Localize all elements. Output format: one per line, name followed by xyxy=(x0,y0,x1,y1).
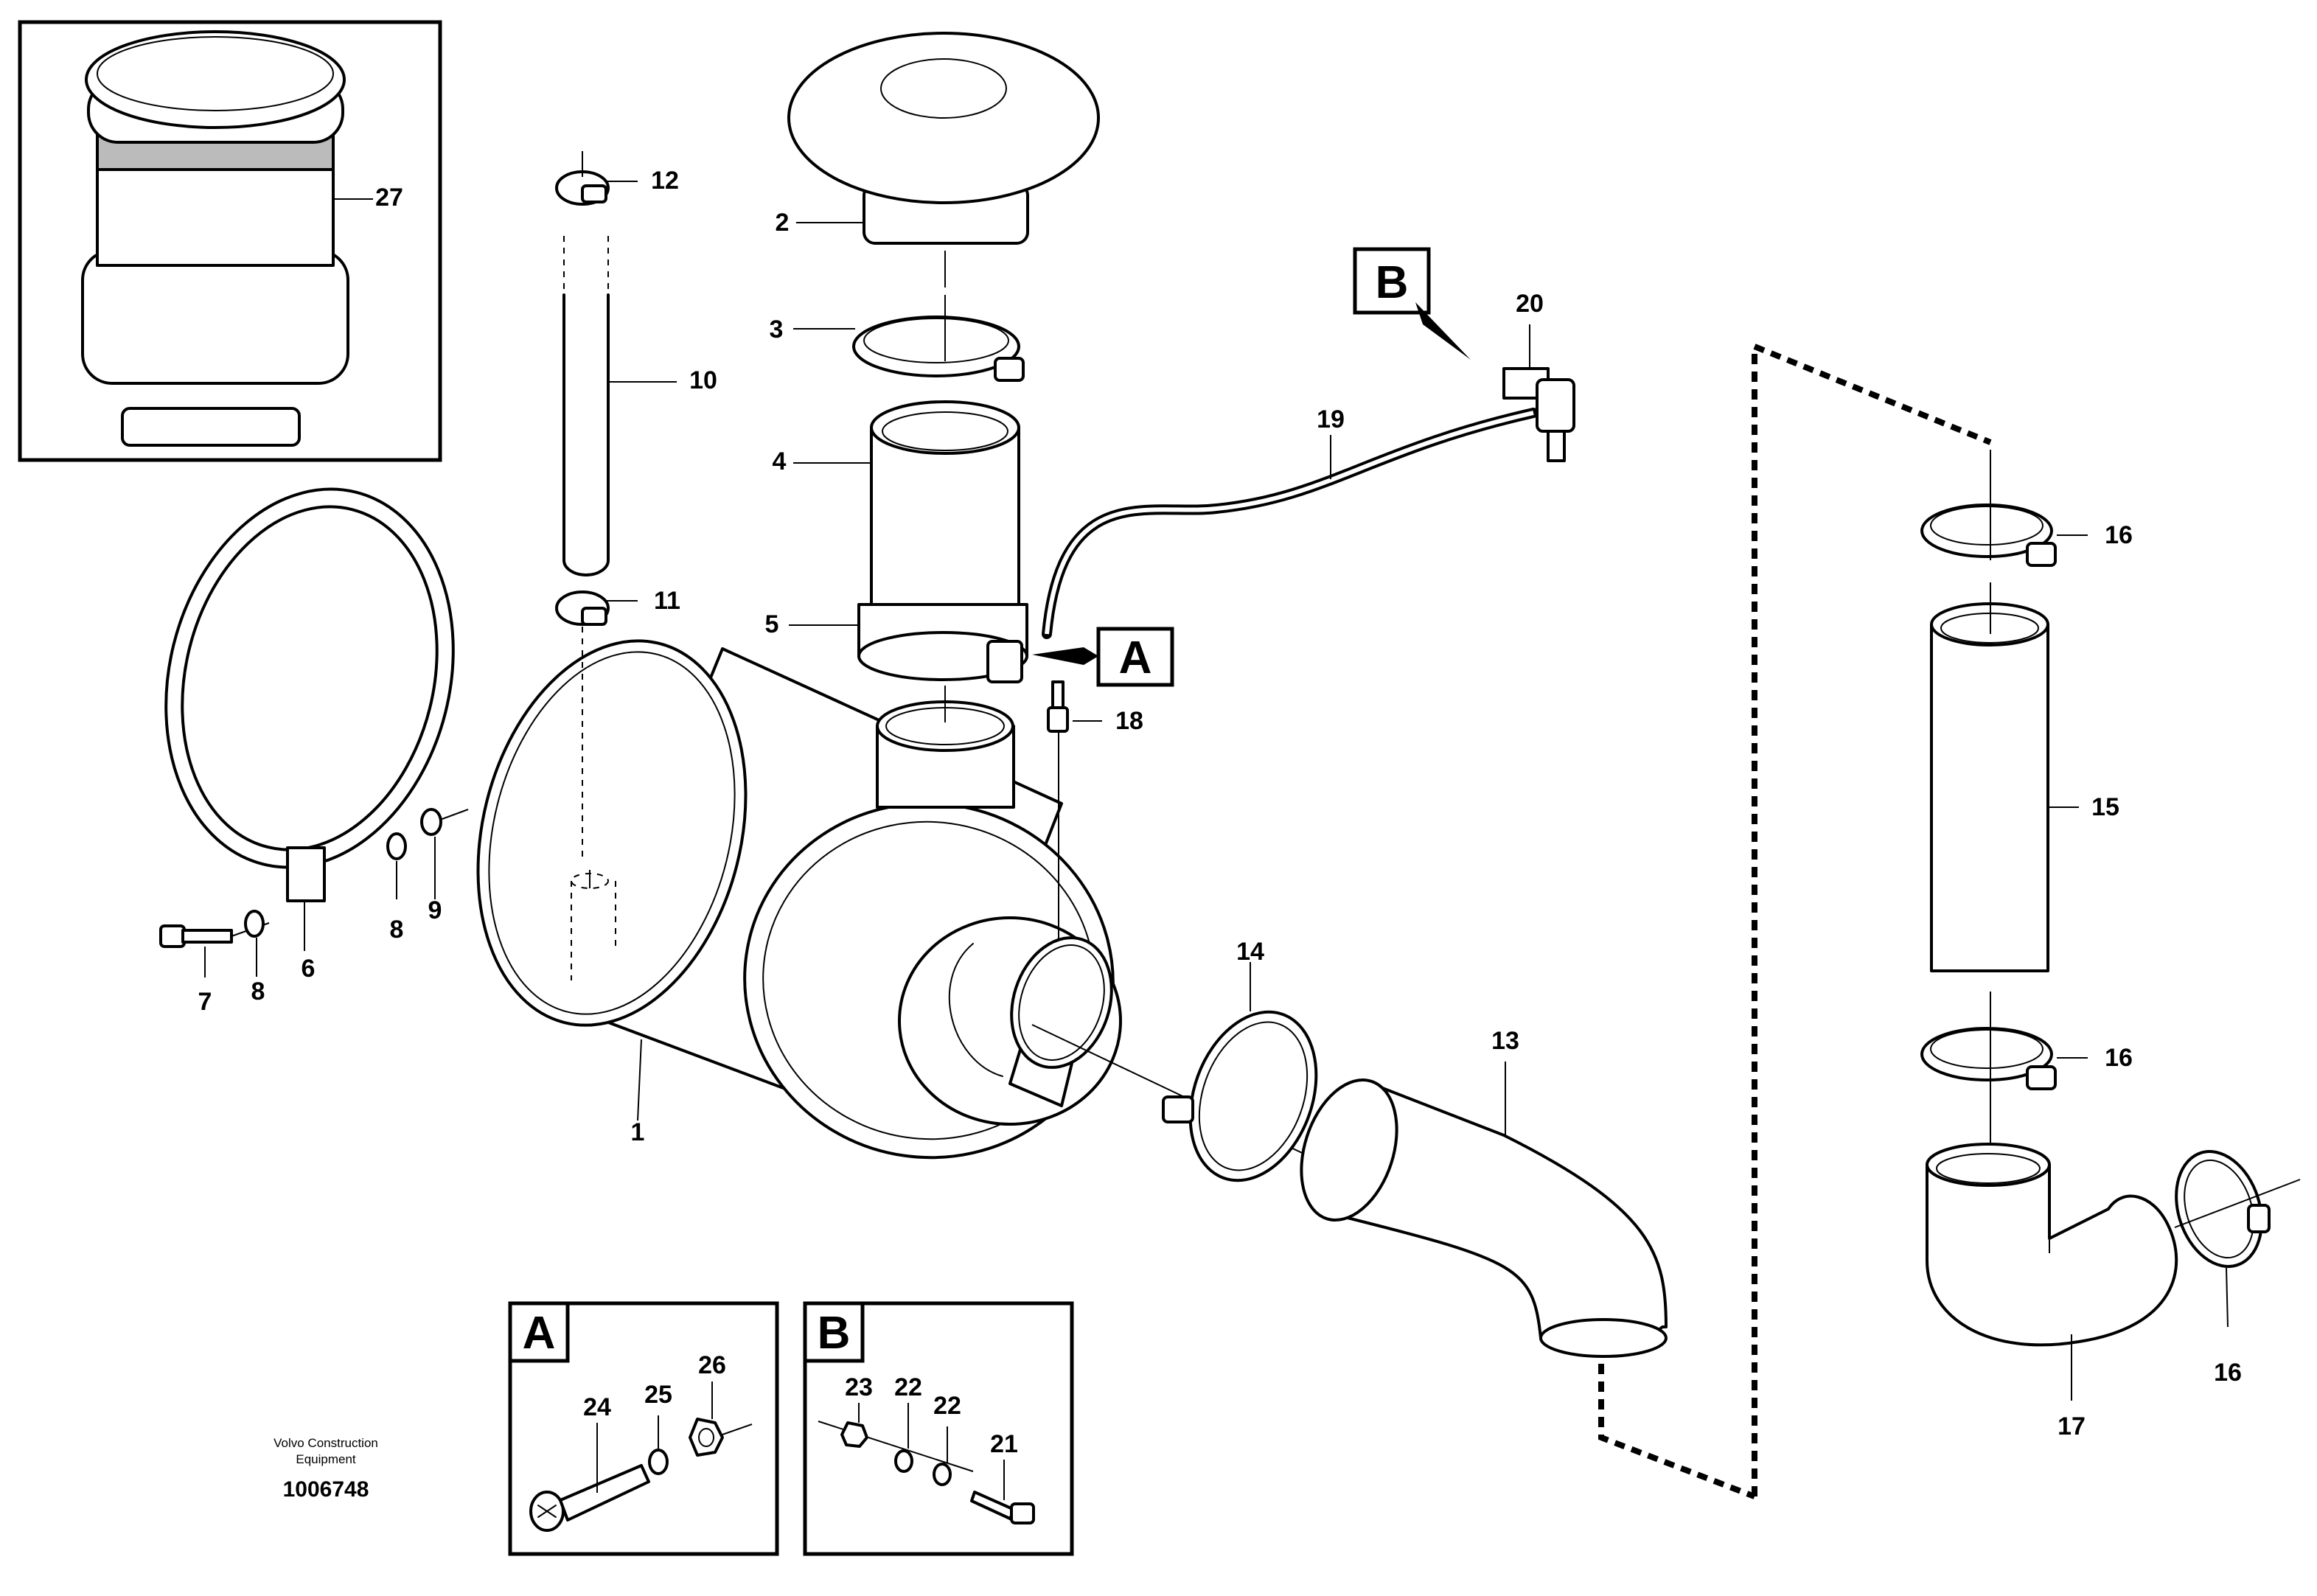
connection-guide xyxy=(1752,342,1992,1496)
outlet-stub xyxy=(1008,936,1328,1165)
detail-panel-b xyxy=(803,1301,1074,1556)
clamp-band-6 xyxy=(164,487,455,951)
callout-c16b: 16 xyxy=(2105,1044,2133,1072)
callout-c23: 23 xyxy=(845,1373,873,1401)
company-name-line1: Volvo Construction xyxy=(273,1436,378,1450)
callout-c19: 19 xyxy=(1317,405,1345,433)
nut-26 xyxy=(689,1381,753,1457)
detail-panel-a xyxy=(508,1301,779,1556)
hose-clip-12 xyxy=(555,151,638,206)
precleaner-27 xyxy=(81,30,373,447)
air-cleaner-housing-1 xyxy=(476,639,1122,1160)
fitting-18 xyxy=(1047,680,1102,733)
pipe-15 xyxy=(1930,582,2079,972)
callout-c6: 6 xyxy=(302,955,316,983)
screw-24 xyxy=(529,1423,650,1532)
callout-c16a: 16 xyxy=(2105,521,2133,549)
callout-c11: 11 xyxy=(654,587,680,615)
washer-8-right xyxy=(386,832,407,899)
callout-c3: 3 xyxy=(770,316,784,344)
inset-precleaner-frame xyxy=(18,20,442,462)
callout-c10: 10 xyxy=(689,366,717,394)
callout-c22b: 22 xyxy=(933,1392,961,1420)
callout-c16c: 16 xyxy=(2214,1359,2242,1387)
hose-clamp-16-middle xyxy=(1920,992,2088,1150)
detail-panel-b-title: B xyxy=(818,1308,851,1359)
callout-c12: 12 xyxy=(651,167,679,195)
callout-c27: 27 xyxy=(375,184,403,212)
callout-c7: 7 xyxy=(198,988,212,1016)
indicator-line-19 xyxy=(1042,408,1539,639)
clamp-5 xyxy=(789,603,1028,722)
callout-c17: 17 xyxy=(2058,1412,2086,1440)
hose-clamp-3 xyxy=(793,295,1025,382)
elbow-hose-13 xyxy=(1300,1062,1756,1499)
tube-10 xyxy=(562,236,677,576)
callout-c13: 13 xyxy=(1491,1027,1519,1055)
callout-c26: 26 xyxy=(698,1351,726,1379)
callout-c22a: 22 xyxy=(894,1373,922,1401)
hose-clamp-16-top xyxy=(1920,450,2088,567)
sensor-20 xyxy=(1502,324,1575,462)
washer-22-right xyxy=(933,1426,952,1486)
callout-c18: 18 xyxy=(1115,707,1143,735)
elbow-pipe-17 xyxy=(1926,1143,2178,1401)
washer-8-left xyxy=(244,910,265,977)
hose-clamp-16-bottom xyxy=(2174,1150,2301,1328)
rain-cap-2 xyxy=(787,32,1100,288)
callout-c9: 9 xyxy=(428,896,442,924)
callout-c8b: 8 xyxy=(390,916,404,944)
washer-22-left xyxy=(894,1403,913,1473)
nut-9 xyxy=(420,808,469,899)
bolt-21 xyxy=(970,1460,1035,1524)
callout-c1: 1 xyxy=(631,1118,645,1146)
callout-c4: 4 xyxy=(773,447,787,475)
callout-c21: 21 xyxy=(990,1430,1018,1458)
callout-c15: 15 xyxy=(2091,793,2119,821)
callout-c25: 25 xyxy=(644,1381,672,1409)
document-number: 1006748 xyxy=(283,1477,369,1502)
callout-c24: 24 xyxy=(583,1393,611,1421)
ref-tag-a-letter: A xyxy=(1119,633,1152,683)
detail-panel-a-title: A xyxy=(523,1308,556,1359)
callout-c14: 14 xyxy=(1236,938,1264,966)
callout-c8a: 8 xyxy=(251,978,265,1006)
callout-c5: 5 xyxy=(765,610,779,638)
hose-clamp-14 xyxy=(1162,962,1318,1182)
hose-clip-11 xyxy=(555,590,638,863)
ref-tag-b xyxy=(1353,247,1471,360)
ref-tag-a xyxy=(1032,627,1174,687)
washer-25 xyxy=(648,1415,669,1475)
ref-tag-b-letter: B xyxy=(1376,257,1409,308)
company-name-line2: Equipment xyxy=(296,1452,356,1466)
callout-c2: 2 xyxy=(776,209,790,237)
callout-c20: 20 xyxy=(1516,290,1544,318)
